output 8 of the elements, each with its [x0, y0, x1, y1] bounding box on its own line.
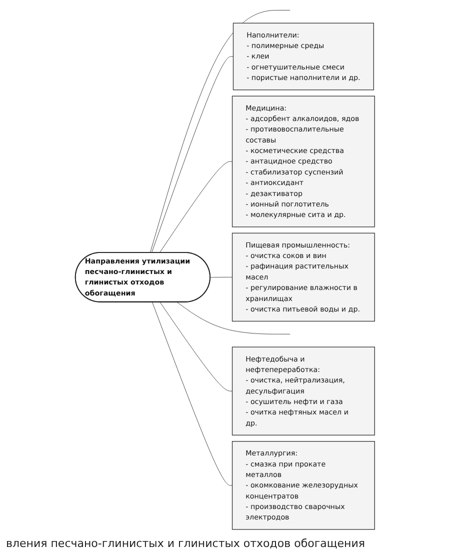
connector [160, 302, 232, 392]
connector [159, 161, 232, 253]
connector [210, 276, 232, 278]
connector [176, 302, 290, 334]
connector [150, 10, 290, 253]
connector [152, 302, 232, 486]
caption: вления песчано-глинистых и глинистых отходов обогащения [5, 536, 366, 552]
connector [151, 56, 234, 253]
